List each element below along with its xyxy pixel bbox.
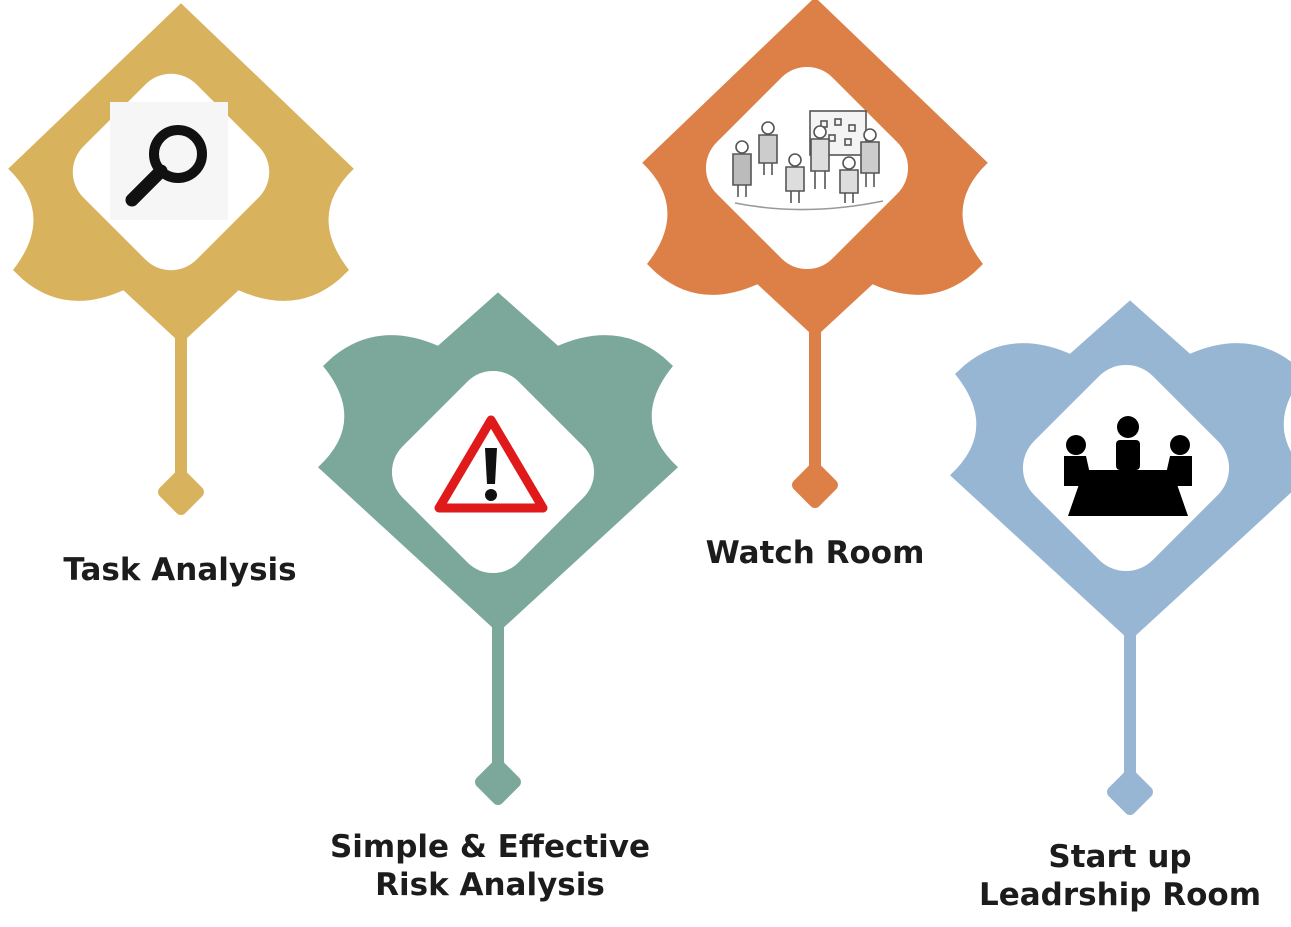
meeting-table-icon xyxy=(1064,416,1192,516)
connector-end-diamond xyxy=(475,759,521,805)
group-presentation-sketch-icon xyxy=(732,110,884,211)
step-watch-room xyxy=(642,0,988,508)
step-label-risk-analysis: Simple & Effective Risk Analysis xyxy=(329,829,651,903)
step-leadership-room xyxy=(950,300,1291,815)
step-risk-analysis xyxy=(318,292,678,805)
step-label-watch-room: Watch Room xyxy=(705,535,925,571)
step-task-analysis xyxy=(8,3,354,515)
step-label-task-analysis: Task Analysis xyxy=(63,552,297,588)
warning-triangle-icon xyxy=(434,415,548,513)
step-label-leadership-room: Start up Leadrship Room xyxy=(978,839,1262,913)
connector-end-diamond xyxy=(792,462,838,508)
magnifier-icon xyxy=(110,102,228,220)
connector-end-diamond xyxy=(158,469,204,515)
connector-end-diamond xyxy=(1107,769,1153,815)
